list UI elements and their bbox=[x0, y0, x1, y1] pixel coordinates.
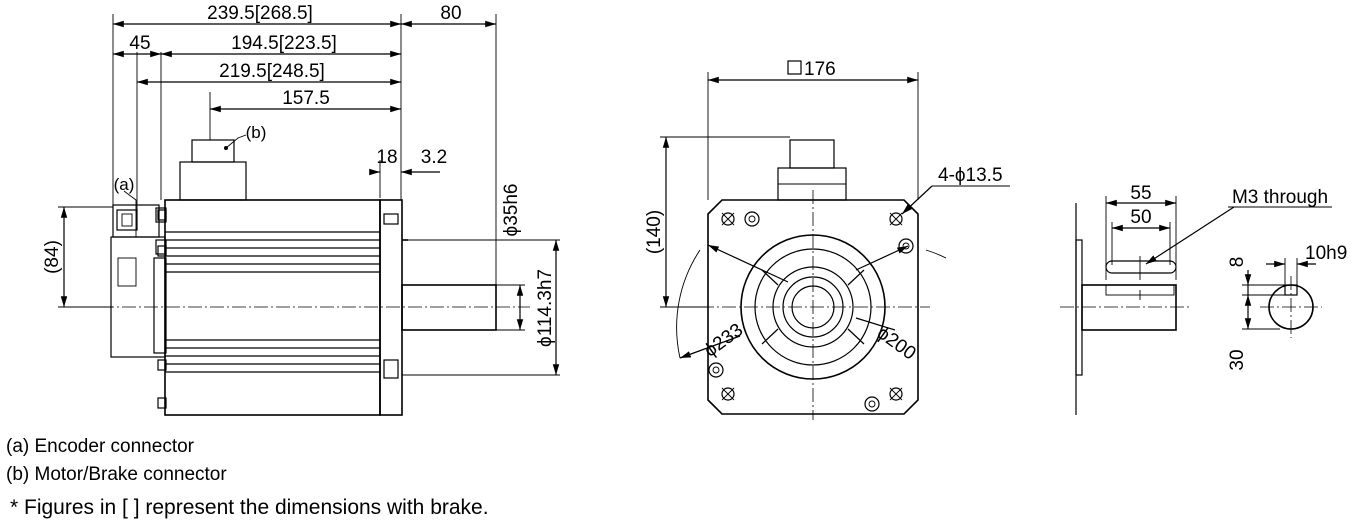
dim-body-flange-b: 219.5[248.5] bbox=[219, 61, 325, 82]
dim-key-height: 8 bbox=[1227, 257, 1248, 268]
dim-body-flange-a: 194.5[223.5] bbox=[231, 33, 337, 54]
dim-connector-flange: 157.5 bbox=[282, 88, 330, 109]
dim-pilot-circle: ϕ200 bbox=[873, 323, 920, 365]
dim-thread: M3 through bbox=[1232, 187, 1328, 208]
label-a: (a) bbox=[114, 175, 135, 194]
dim-shoulder: 3.2 bbox=[421, 147, 447, 168]
dim-mount-holes: 4-ϕ13.5 bbox=[938, 165, 1003, 186]
dim-flange-thickness: 18 bbox=[376, 147, 397, 168]
dim-encoder-offset: 45 bbox=[129, 33, 150, 54]
dim-shaft-length: 80 bbox=[440, 3, 461, 24]
dim-overall: 239.5[268.5] bbox=[207, 3, 313, 24]
dim-keyway-length: 50 bbox=[1130, 207, 1151, 228]
dim-square: 176 bbox=[804, 59, 836, 80]
shaft-detail: 55 50 M3 through 10h9 8 30 bbox=[1060, 183, 1347, 415]
front-view: 176 (140) bbox=[644, 59, 1010, 420]
dim-front-height: (140) bbox=[644, 210, 665, 254]
dim-height: (84) bbox=[42, 240, 63, 274]
label-b: (b) bbox=[246, 123, 267, 142]
note-motor-brake-connector: (b) Motor/Brake connector bbox=[6, 464, 227, 485]
dim-pilot-diameter: ϕ114.3h7 bbox=[535, 269, 556, 347]
dim-shaft-diameter: ϕ35h6 bbox=[501, 184, 522, 237]
side-view: 239.5[268.5] 80 45 194.5[223.5] 219.5[24… bbox=[42, 3, 560, 416]
dim-shaft-height: 30 bbox=[1227, 349, 1248, 370]
dim-key-width: 10h9 bbox=[1305, 243, 1347, 264]
dim-keyway-total: 55 bbox=[1130, 183, 1151, 204]
note-brake-dimensions: * Figures in [ ] represent the dimension… bbox=[10, 496, 489, 519]
note-encoder-connector: (a) Encoder connector bbox=[6, 436, 194, 457]
